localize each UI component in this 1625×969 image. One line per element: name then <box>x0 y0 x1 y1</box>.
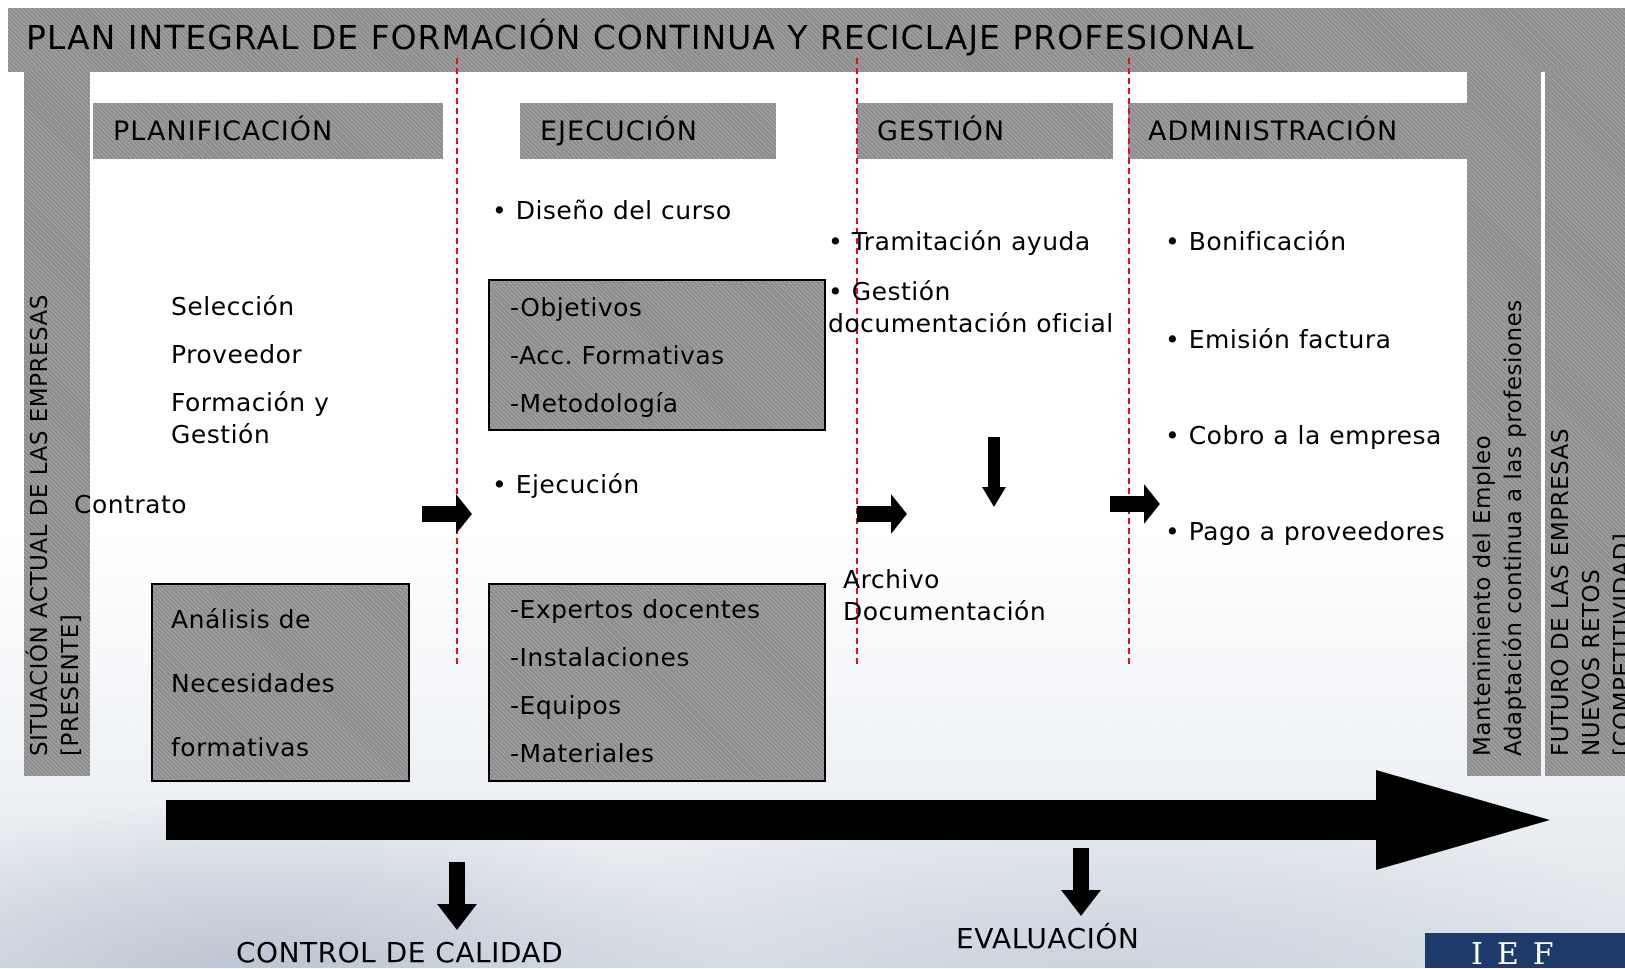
phase-gestion: GESTIÓN <box>857 103 1113 159</box>
diseno-box: -Objetivos -Acc. Formativas -Metodología <box>488 279 826 431</box>
arrow-down-icon <box>437 862 477 930</box>
equipos-line: -Equipos <box>510 691 622 720</box>
mantenimiento-label: Mantenimiento del Empleo <box>1470 434 1496 756</box>
left-present-label: SITUACIÓN ACTUAL DE LAS EMPRESAS [PRESEN… <box>25 294 87 756</box>
right-future-label: FUTURO DE LAS EMPRESAS NUEVOS RETOS [COM… <box>1546 428 1625 756</box>
arrow-right-icon <box>857 494 907 534</box>
right-goals-bar <box>1467 70 1541 776</box>
phase-gestion-label: GESTIÓN <box>877 115 1006 147</box>
diseno-text: • Diseño del curso <box>492 196 732 225</box>
formacion-text-1: Formación y <box>171 388 330 417</box>
separator-1 <box>456 58 458 664</box>
proveedor-text: Proveedor <box>171 340 303 369</box>
arrow-down-icon <box>1061 848 1101 916</box>
tramitacion-text: • Tramitación ayuda <box>828 227 1091 256</box>
ief-logo-text: IEF <box>1471 937 1568 968</box>
left-present-line1: SITUACIÓN ACTUAL DE LAS EMPRESAS <box>27 294 53 756</box>
emision-factura-text: • Emisión factura <box>1165 325 1392 354</box>
analisis-line-3: formativas <box>171 733 310 762</box>
control-calidad-label: CONTROL DE CALIDAD <box>236 936 564 969</box>
cobro-text: • Cobro a la empresa <box>1165 421 1442 450</box>
pago-proveedores-text: • Pago a proveedores <box>1165 517 1446 546</box>
ejecucion-text: • Ejecución <box>492 470 640 499</box>
contrato-text: Contrato <box>74 490 188 519</box>
analisis-line-2: Necesidades <box>171 669 336 698</box>
formacion-text-2: Gestión <box>171 420 271 449</box>
acciones-line: -Acc. Formativas <box>510 341 725 370</box>
phase-ejecucion-label: EJECUCIÓN <box>540 115 698 147</box>
recursos-box: -Expertos docentes -Instalaciones -Equip… <box>488 583 826 782</box>
gestion-text-1: • Gestión <box>828 277 951 306</box>
right-future-bar <box>1545 70 1625 776</box>
evaluacion-label: EVALUACIÓN <box>956 922 1140 955</box>
futuro-line1: FUTURO DE LAS EMPRESAS <box>1548 427 1574 756</box>
right-goals-label: Mantenimiento del Empleo Adaptación cont… <box>1468 299 1530 756</box>
archivo-text-1: Archivo <box>843 565 940 594</box>
arrow-right-icon <box>1110 484 1160 524</box>
archivo-text-2: Documentación <box>843 597 1047 626</box>
title-banner <box>8 8 1625 72</box>
instalaciones-line: -Instalaciones <box>510 643 690 672</box>
expertos-line: -Expertos docentes <box>510 595 761 624</box>
materiales-line: -Materiales <box>510 739 655 768</box>
phase-planificacion: PLANIFICACIÓN <box>93 103 443 159</box>
arrow-right-icon <box>422 494 472 534</box>
bonificacion-text: • Bonificación <box>1165 227 1347 256</box>
separator-2 <box>856 58 858 664</box>
metodologia-line: -Metodología <box>510 389 679 418</box>
analisis-line-1: Análisis de <box>171 605 311 634</box>
separator-3 <box>1128 58 1130 664</box>
phase-planificacion-label: PLANIFICACIÓN <box>113 115 334 147</box>
futuro-line3: [COMPETITIVIDAD] <box>1610 532 1625 756</box>
timeline-arrow-icon <box>166 770 1550 870</box>
analisis-box: Análisis de Necesidades formativas <box>151 583 410 782</box>
gestion-text-2: documentación oficial <box>828 309 1114 338</box>
page-title: PLAN INTEGRAL DE FORMACIÓN CONTINUA Y RE… <box>26 18 1255 57</box>
ief-logo: IEF <box>1425 933 1625 968</box>
objetivos-line: -Objetivos <box>510 293 643 322</box>
left-present-bar <box>24 70 90 776</box>
phase-administracion: ADMINISTRACIÓN <box>1128 103 1467 159</box>
seleccion-text: Selección <box>171 292 295 321</box>
arrow-down-icon <box>982 437 1006 507</box>
adaptacion-label: Adaptación continua a las profesiones <box>1501 299 1527 756</box>
phase-ejecucion: EJECUCIÓN <box>520 103 776 159</box>
left-present-line2: [PRESENTE] <box>58 613 84 756</box>
futuro-line2: NUEVOS RETOS <box>1579 568 1605 756</box>
phase-administracion-label: ADMINISTRACIÓN <box>1148 115 1399 147</box>
